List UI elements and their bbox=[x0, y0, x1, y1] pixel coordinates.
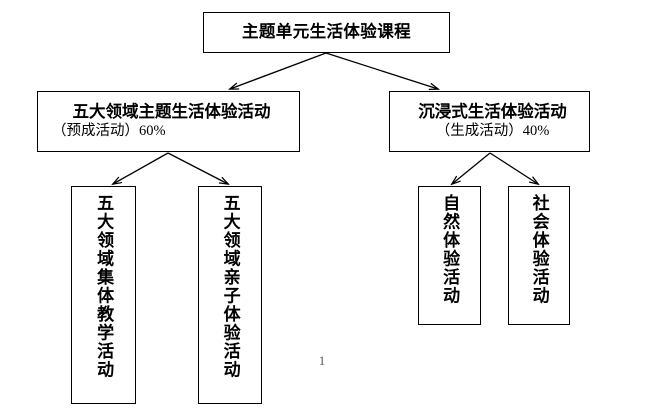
node-leaf-parent-child-title: 五大领域亲子体验活动 bbox=[220, 194, 240, 379]
node-branch-prepared-title: 五大领域主题生活体验活动 bbox=[72, 101, 271, 121]
connector-branch-prepared-to-leaf-parent-child bbox=[167, 152, 228, 184]
node-root-title: 主题单元生活体验课程 bbox=[242, 22, 411, 42]
connector-root-to-branch-prepared bbox=[230, 52, 327, 89]
connector-branch-prepared-to-leaf-group-teaching bbox=[113, 152, 169, 184]
page-number: 1 bbox=[318, 353, 326, 368]
node-branch-immersive-subtitle: （生成活动）40% bbox=[435, 123, 550, 140]
node-root: 主题单元生活体验课程 bbox=[203, 12, 450, 53]
connector-branch-immersive-to-leaf-society bbox=[489, 152, 538, 184]
node-leaf-nature-title: 自然体验活动 bbox=[440, 194, 460, 305]
node-leaf-society: 社会体验活动 bbox=[508, 186, 570, 325]
node-leaf-group-teaching-title: 五大领域集体教学活动 bbox=[94, 194, 114, 379]
node-leaf-parent-child: 五大领域亲子体验活动 bbox=[198, 186, 262, 404]
node-branch-immersive: 沉浸式生活体验活动 （生成活动）40% bbox=[389, 91, 590, 152]
node-leaf-society-title: 社会体验活动 bbox=[529, 194, 549, 305]
node-branch-immersive-title: 沉浸式生活体验活动 bbox=[418, 101, 567, 121]
node-branch-prepared-subtitle: （预成活动）60% bbox=[52, 123, 166, 140]
node-leaf-nature: 自然体验活动 bbox=[418, 186, 481, 325]
node-leaf-group-teaching: 五大领域集体教学活动 bbox=[71, 186, 136, 404]
connector-branch-immersive-to-leaf-nature bbox=[452, 152, 491, 184]
node-branch-prepared: 五大领域主题生活体验活动 （预成活动）60% bbox=[37, 91, 300, 152]
connector-root-to-branch-immersive bbox=[325, 52, 438, 89]
